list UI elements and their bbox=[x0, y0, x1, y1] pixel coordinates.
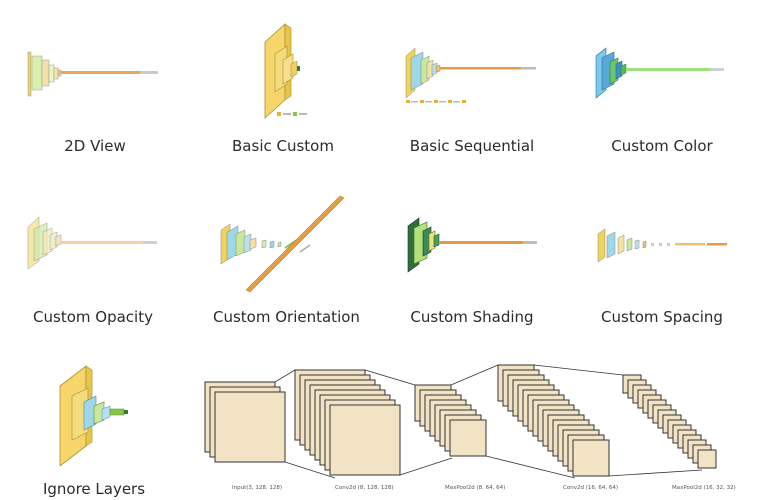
thumb-custom-spacing bbox=[595, 226, 735, 266]
thumb-basic-sequential bbox=[403, 44, 543, 108]
thumb-custom-shading bbox=[405, 214, 545, 274]
label-basic-sequential: Basic Sequential bbox=[409, 137, 535, 155]
caption-maxpool-8: MaxPool2d (8, 64, 64) bbox=[445, 485, 505, 491]
caption-maxpool-16: MaxPool2d (16, 32, 32) bbox=[672, 485, 736, 491]
maxpool-8-layer-stack bbox=[414, 384, 487, 457]
thumb-custom-opacity bbox=[25, 215, 165, 271]
input-layer-stack bbox=[204, 381, 286, 463]
layered-view-diagram: Input(3, 128, 128) Conv2d (8, 128, 128) … bbox=[190, 360, 750, 495]
label-basic-custom: Basic Custom bbox=[232, 137, 334, 155]
thumb-custom-orientation bbox=[218, 192, 348, 298]
label-custom-opacity: Custom Opacity bbox=[33, 308, 153, 326]
label-custom-shading: Custom Shading bbox=[410, 308, 534, 326]
caption-conv2d-16: Conv2d (16, 64, 64) bbox=[563, 485, 618, 491]
thumb-ignore-layers bbox=[50, 364, 140, 468]
caption-input: Input(3, 128, 128) bbox=[232, 485, 282, 491]
label-custom-color: Custom Color bbox=[611, 137, 713, 155]
label-2d-view: 2D View bbox=[64, 137, 126, 155]
label-custom-spacing: Custom Spacing bbox=[601, 308, 723, 326]
thumb-basic-custom bbox=[245, 22, 325, 122]
label-ignore-layers: Ignore Layers bbox=[42, 480, 146, 498]
label-custom-orientation: Custom Orientation bbox=[213, 308, 360, 326]
thumb-custom-color bbox=[592, 44, 732, 104]
caption-conv2d-8: Conv2d (8, 128, 128) bbox=[335, 485, 393, 491]
conv2d-16-layer-stack bbox=[497, 364, 610, 477]
conv2d-8-layer-stack bbox=[294, 369, 401, 476]
maxpool-16-layer-stack bbox=[622, 374, 717, 469]
thumb-2d-view bbox=[25, 50, 165, 100]
